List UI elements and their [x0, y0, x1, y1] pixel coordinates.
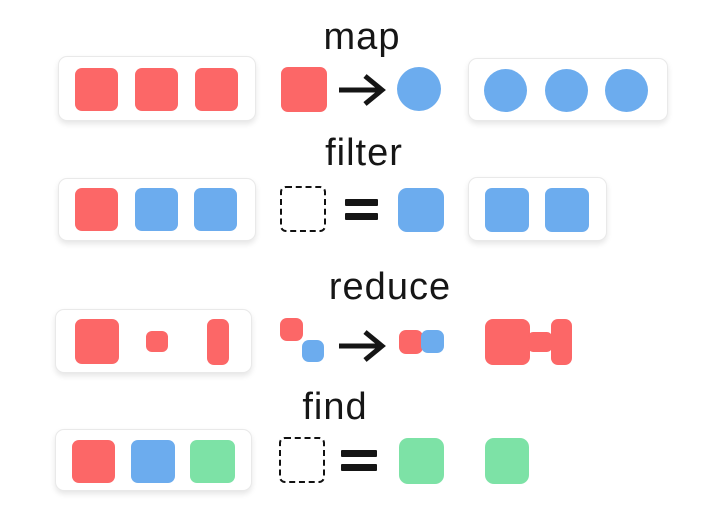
- blue-square: [485, 188, 529, 232]
- row-title-reduce: reduce: [328, 266, 452, 308]
- red-connector: [528, 332, 552, 352]
- arrow-icon: [336, 328, 388, 364]
- small-red-square: [280, 318, 303, 341]
- green-square: [485, 438, 529, 484]
- blue-circle: [397, 67, 441, 111]
- red-square: [135, 68, 178, 111]
- blue-circle: [484, 69, 527, 112]
- blue-square: [398, 188, 444, 232]
- red-square: [75, 188, 118, 231]
- small-blue-square: [421, 330, 444, 353]
- red-square: [72, 440, 115, 483]
- small-red-square: [399, 330, 423, 354]
- large-red-square: [75, 319, 119, 364]
- green-square: [190, 440, 235, 483]
- red-square: [281, 67, 327, 112]
- empty-dashed-square: [279, 437, 325, 483]
- tall-red-rect: [551, 319, 572, 365]
- arrow-icon: [336, 72, 388, 108]
- blue-square: [545, 188, 589, 232]
- small-blue-square: [302, 340, 324, 362]
- row-title-filter: filter: [325, 132, 403, 174]
- blue-circle: [545, 69, 588, 112]
- red-square: [195, 68, 238, 111]
- blue-square: [194, 188, 237, 231]
- blue-circle: [605, 69, 648, 112]
- green-square: [399, 438, 444, 484]
- empty-dashed-square: [280, 186, 326, 232]
- tall-red-rect: [207, 319, 229, 365]
- row-title-map: map: [323, 16, 401, 58]
- small-red-square: [146, 331, 168, 352]
- red-square: [75, 68, 118, 111]
- large-red-square: [485, 319, 530, 365]
- blue-square: [135, 188, 178, 231]
- row-title-find: find: [302, 386, 368, 428]
- blue-square: [131, 440, 175, 483]
